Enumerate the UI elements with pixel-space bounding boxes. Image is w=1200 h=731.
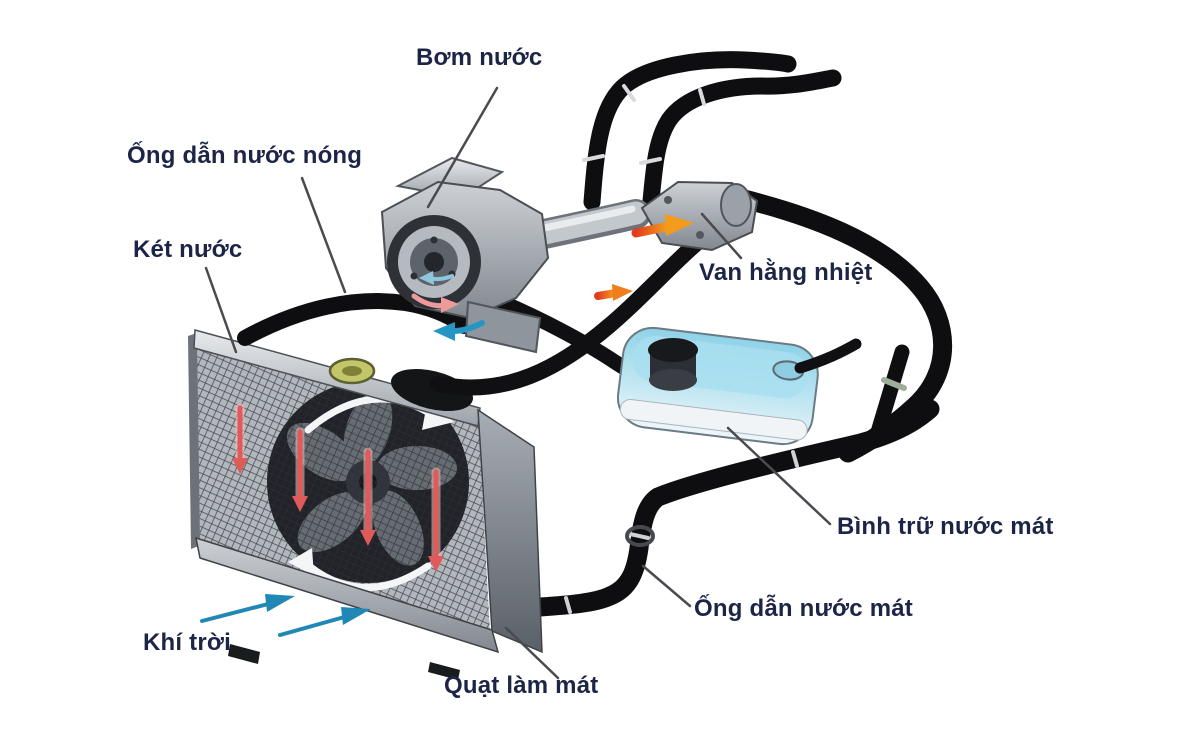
leader-radiator (204, 266, 238, 354)
reservoir-illustration (616, 326, 862, 446)
air-flow-arrows (200, 594, 371, 637)
hose-radiator-to-thermostat (430, 234, 706, 396)
label-hot-water-pipe: Ống dẫn nước nóng (127, 142, 363, 169)
leader-lines (204, 86, 832, 680)
label-coolant-reservoir: Bình trữ nước mát (837, 513, 1054, 540)
leader-water-pump (426, 86, 499, 209)
hot-flow-arrows (594, 214, 694, 301)
label-cool-water-pipe: Ống dẫn nước mát (694, 595, 913, 622)
leader-hot-water-pipe (300, 176, 347, 294)
label-cooling-fan: Quạt làm mát (444, 672, 599, 699)
label-radiator: Két nước (133, 236, 243, 263)
label-water-pump: Bơm nước (416, 44, 543, 71)
hose-hot-radiator-to-pump (237, 293, 472, 346)
reservoir-filler-neck (648, 338, 698, 391)
radiator-cap (328, 357, 376, 385)
water-pump-illustration (380, 156, 550, 354)
leader-cool-water-pipe (641, 564, 692, 608)
label-thermostat: Van hằng nhiệt (699, 259, 873, 286)
leader-coolant-reservoir (726, 426, 832, 526)
hose-upper-right (582, 51, 842, 221)
hose-lower-cool (530, 399, 940, 617)
label-outside-air: Khí trời (143, 629, 231, 656)
leader-cooling-fan (504, 626, 560, 680)
leader-thermostat (700, 212, 743, 260)
cool-flow-arrows-pump (411, 271, 485, 341)
radiator-illustration (188, 329, 543, 680)
